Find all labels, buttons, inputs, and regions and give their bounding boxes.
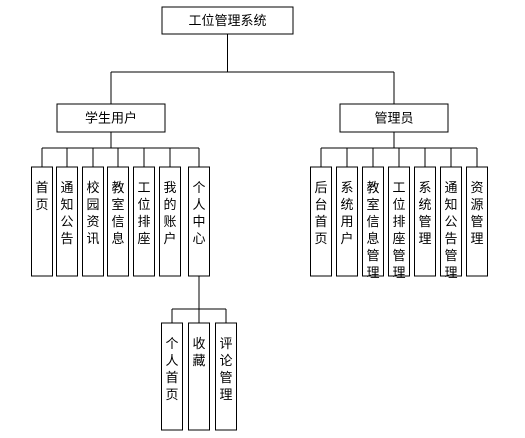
student-node-1-box bbox=[56, 166, 78, 277]
branch-box-student bbox=[56, 103, 166, 133]
admin-node-5: 通知公告管理 bbox=[440, 166, 462, 281]
admin-node-0: 后台首页 bbox=[310, 166, 332, 277]
student-node-5: 我的账户 bbox=[159, 166, 181, 277]
admin-node-0-box bbox=[310, 166, 332, 277]
root-box bbox=[161, 6, 294, 35]
student-node-3-label: 教室信息 bbox=[111, 180, 124, 247]
student-node-4-label: 工位排座 bbox=[137, 181, 150, 247]
student-node-2-box bbox=[82, 166, 104, 277]
admin-node-1-box bbox=[336, 166, 358, 277]
student-node-4-box bbox=[133, 166, 155, 277]
student-node-0-label: 首页 bbox=[35, 181, 48, 213]
student-node-5-box bbox=[159, 166, 181, 277]
admin-node-5-label: 通知公告管理 bbox=[444, 181, 457, 281]
student-node-6: 个人中心 bbox=[188, 166, 210, 277]
student-node-6-label: 个人中心 bbox=[192, 181, 205, 247]
connector-lines bbox=[41, 34, 478, 323]
admin-node-1-label: 系统用户 bbox=[340, 181, 353, 247]
admin-node-6-box bbox=[466, 166, 488, 277]
admin-node-0-label: 后台首页 bbox=[314, 181, 327, 247]
personal-center-node-1-label: 收藏 bbox=[192, 337, 205, 369]
branch-box-admin bbox=[339, 103, 449, 133]
admin-node-6: 资源管理 bbox=[466, 166, 488, 277]
personal-center-node-0-label: 个人首页 bbox=[165, 337, 178, 403]
student-node-2: 校园资讯 bbox=[82, 166, 104, 277]
student-node-3-box bbox=[107, 166, 129, 277]
admin-node-3-box bbox=[388, 166, 410, 277]
admin-node-3-label: 工位排座管理 bbox=[392, 181, 405, 281]
admin-node-2-box bbox=[362, 166, 384, 277]
student-node-6-box bbox=[188, 166, 210, 277]
root-label: 工位管理系统 bbox=[188, 14, 266, 29]
branch-node-student: 学生用户 bbox=[56, 103, 166, 133]
student-node-3: 教室信息 bbox=[107, 166, 129, 277]
admin-node-2: 教室信息管理 bbox=[362, 166, 384, 281]
root-node: 工位管理系统 bbox=[161, 6, 294, 35]
personal-center-node-2-label: 评论管理 bbox=[219, 337, 232, 403]
admin-node-4: 系统管理 bbox=[414, 166, 436, 277]
admin-node-6-label: 资源管理 bbox=[470, 181, 483, 247]
branch-node-admin: 管理员 bbox=[339, 103, 449, 133]
personal-center-node-2-box bbox=[215, 322, 237, 431]
admin-node-3: 工位排座管理 bbox=[388, 166, 410, 281]
student-node-2-label: 校园资讯 bbox=[86, 180, 99, 247]
admin-node-4-label: 系统管理 bbox=[418, 181, 431, 247]
personal-center-node-1-box bbox=[188, 322, 210, 431]
branch-label-admin: 管理员 bbox=[374, 112, 413, 127]
personal-center-node-2: 评论管理 bbox=[215, 322, 237, 431]
personal-center-node-1: 收藏 bbox=[188, 322, 210, 431]
admin-node-2-label: 教室信息管理 bbox=[366, 180, 379, 281]
admin-node-4-box bbox=[414, 166, 436, 277]
student-node-5-label: 我的账户 bbox=[163, 181, 176, 247]
student-node-1-label: 通知公告 bbox=[60, 181, 73, 247]
student-node-0: 首页 bbox=[31, 166, 53, 277]
student-node-0-box bbox=[31, 166, 53, 277]
student-node-4: 工位排座 bbox=[133, 166, 155, 277]
personal-center-node-0: 个人首页 bbox=[161, 322, 183, 431]
branch-label-student: 学生用户 bbox=[85, 111, 137, 127]
admin-node-5-box bbox=[440, 166, 462, 277]
personal-center-node-0-box bbox=[161, 322, 183, 431]
student-node-1: 通知公告 bbox=[56, 166, 78, 277]
admin-node-1: 系统用户 bbox=[336, 166, 358, 277]
